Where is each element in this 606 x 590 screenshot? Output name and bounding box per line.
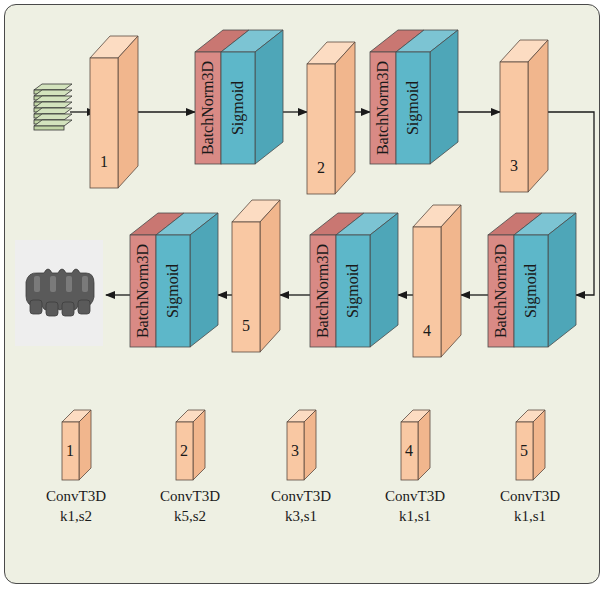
layer-number: 3 (291, 443, 299, 459)
slab-shape (413, 205, 461, 357)
conv-legend-item: 3ConvT3D k3,s1 (251, 410, 351, 526)
activation-label: Sigmoid (165, 264, 181, 318)
conv-layer-slab: 2 (307, 42, 355, 194)
batchnorm-label: BatchNorm3D (135, 244, 151, 338)
flow-arrow (283, 111, 307, 112)
batchnorm-sigmoid-block: BatchNorm3D Sigmoid (488, 213, 576, 347)
conv-layer-slab: 3 (500, 40, 548, 192)
conv-layer-slab: 5 (232, 200, 280, 352)
activation-label: Sigmoid (405, 81, 421, 135)
layer-number: 1 (66, 443, 74, 459)
flow-arrow (218, 294, 232, 295)
small-slab-shape (287, 410, 316, 480)
layer-number: 5 (520, 443, 528, 459)
conv-legend-item: 4ConvT3D k1,s1 (365, 410, 465, 526)
slab-shape (500, 40, 548, 192)
small-slab-shape (176, 410, 205, 480)
activation-label: Sigmoid (230, 81, 246, 135)
output-render (15, 240, 103, 346)
layer-spec: ConvT3D k1,s1 (377, 486, 453, 526)
layer-number: 1 (100, 154, 108, 170)
batchnorm-sigmoid-block: BatchNorm3D Sigmoid (370, 30, 458, 164)
activation-label: Sigmoid (345, 264, 361, 318)
layer-number: 4 (405, 443, 413, 459)
layer-number: 3 (510, 158, 518, 174)
small-slab-shape (62, 410, 91, 480)
layer-number: 5 (242, 318, 250, 334)
flow-arrow (280, 294, 310, 295)
batchnorm-sigmoid-block: BatchNorm3D Sigmoid (130, 213, 218, 347)
conv-legend-item: 1ConvT3D k1,s2 (26, 410, 126, 526)
layer-number: 4 (423, 323, 431, 339)
slab-shape (90, 36, 138, 188)
flow-arrow (355, 111, 370, 112)
small-slab-shape (401, 410, 430, 480)
layer-spec: ConvT3D k3,s1 (263, 486, 339, 526)
output-arrow (106, 294, 130, 295)
input-stack (34, 84, 72, 130)
batchnorm-sigmoid-block: BatchNorm3D Sigmoid (310, 213, 398, 347)
layer-number: 2 (180, 443, 188, 459)
flow-arrow (398, 294, 413, 295)
layer-spec: ConvT3D k1,s2 (38, 486, 114, 526)
layer-spec: ConvT3D k1,s1 (492, 486, 568, 526)
activation-label: Sigmoid (523, 264, 539, 318)
slab-shape (232, 200, 280, 352)
slab-shape (307, 42, 355, 194)
flow-arrow (458, 111, 500, 112)
batchnorm-label: BatchNorm3D (493, 244, 509, 338)
layer-spec: ConvT3D k5,s2 (152, 486, 228, 526)
flow-arrow (461, 294, 488, 295)
small-slab-shape (516, 410, 545, 480)
conv-legend-item: 5ConvT3D k1,s1 (480, 410, 580, 526)
conv-legend-item: 2ConvT3D k5,s2 (140, 410, 240, 526)
batchnorm-sigmoid-block: BatchNorm3D Sigmoid (195, 30, 283, 164)
flow-arrow (138, 111, 195, 112)
conv-layer-slab: 1 (90, 36, 138, 188)
batchnorm-label: BatchNorm3D (315, 244, 331, 338)
batchnorm-label: BatchNorm3D (200, 61, 216, 155)
batchnorm-label: BatchNorm3D (375, 61, 391, 155)
conv-layer-slab: 4 (413, 205, 461, 357)
layer-number: 2 (317, 160, 325, 176)
